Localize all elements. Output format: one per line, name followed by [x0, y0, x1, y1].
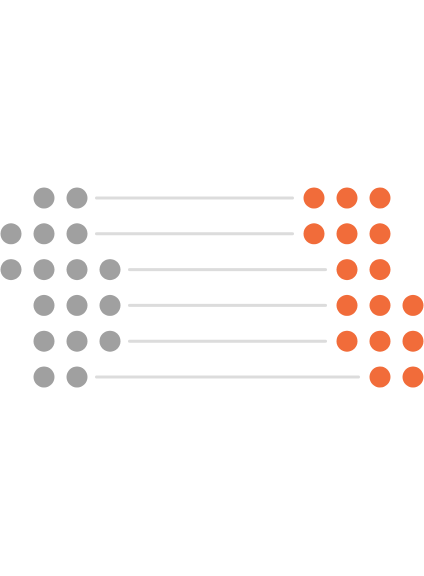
- right-dot: [336, 187, 358, 209]
- diagram-row: [33, 366, 424, 388]
- left-dot: [66, 187, 88, 209]
- left-dot: [66, 330, 88, 352]
- right-dot: [369, 330, 391, 352]
- right-dot: [303, 187, 325, 209]
- left-dot: [99, 294, 121, 316]
- right-dot: [369, 259, 391, 281]
- diagram-row: [33, 294, 424, 316]
- right-dot: [336, 223, 358, 245]
- left-dot: [99, 330, 121, 352]
- right-dot: [336, 330, 358, 352]
- right-dot: [369, 187, 391, 209]
- diagram-row: [0, 259, 391, 281]
- left-dot: [0, 259, 22, 281]
- right-dot: [369, 366, 391, 388]
- left-dot: [33, 187, 55, 209]
- left-dot: [99, 259, 121, 281]
- left-dot: [33, 294, 55, 316]
- diagram-row: [33, 330, 424, 352]
- left-dot: [66, 223, 88, 245]
- right-dot: [402, 294, 424, 316]
- left-dot: [0, 223, 22, 245]
- right-dot: [336, 294, 358, 316]
- left-dot: [66, 294, 88, 316]
- diagram-row: [0, 223, 391, 245]
- right-dot: [369, 223, 391, 245]
- right-dot: [369, 294, 391, 316]
- left-dot: [66, 366, 88, 388]
- diagram-row: [33, 187, 391, 209]
- left-dot: [33, 259, 55, 281]
- left-dot: [33, 330, 55, 352]
- left-dot: [66, 259, 88, 281]
- right-dot: [402, 366, 424, 388]
- left-dot: [33, 366, 55, 388]
- right-dot: [303, 223, 325, 245]
- left-dot: [33, 223, 55, 245]
- right-dot: [336, 259, 358, 281]
- right-dot: [402, 330, 424, 352]
